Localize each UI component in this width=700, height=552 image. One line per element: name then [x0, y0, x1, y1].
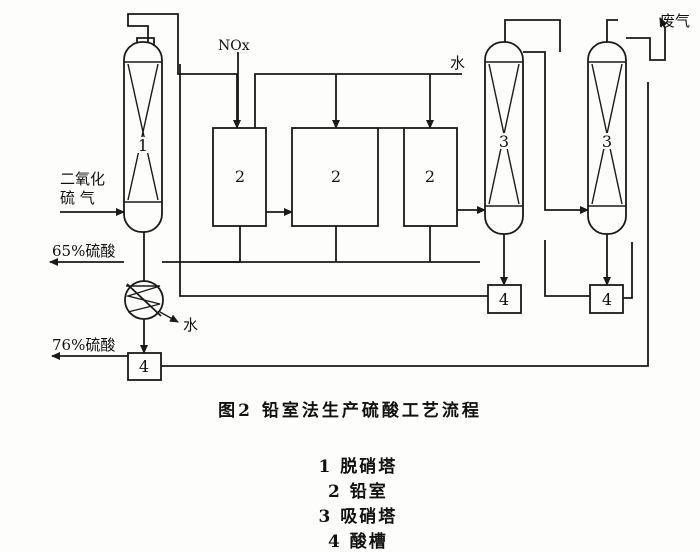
absorption-tower-b: 3 — [587, 41, 627, 235]
lead-chamber-b: 2 — [291, 127, 379, 227]
tower-3a-number: 3 — [499, 132, 509, 151]
acid-cooler — [124, 280, 164, 320]
chamber-b-number: 2 — [331, 167, 341, 186]
waste-gas-label: 废气 — [660, 12, 690, 30]
piping — [49, 13, 668, 367]
cooler-water-label: 水 — [183, 316, 198, 334]
tank-c-number: 4 — [139, 357, 149, 376]
tower-3b-number: 3 — [602, 132, 612, 151]
acid-65-label: 65%硫酸 — [52, 242, 115, 260]
chamber-a-number: 2 — [235, 167, 245, 186]
so2-label-line1: 二氧化 — [60, 170, 105, 188]
legend-item-acid-tank: 4 酸槽 — [328, 532, 388, 552]
nox-label: NOx — [218, 38, 250, 54]
tower-1-number: 1 — [138, 136, 148, 155]
acid-tank-b: 4 — [589, 284, 624, 314]
absorption-tower-a: 3 — [484, 41, 524, 235]
lead-chamber-a: 2 — [212, 127, 267, 227]
water-top-label: 水 — [450, 54, 465, 72]
figure-legend: 1 脱硝塔 2 铅室 3 吸硝塔 4 酸槽 — [0, 432, 700, 552]
legend-item-absorption-tower: 3 吸硝塔 — [318, 507, 398, 527]
lead-chamber-c: 2 — [403, 127, 458, 227]
figure-title: 图2 铅室法生产硫酸工艺流程 — [218, 401, 482, 421]
so2-label-line2: 硫 气 — [60, 189, 95, 207]
chamber-c-number: 2 — [425, 167, 435, 186]
denitration-tower: 1 — [123, 41, 163, 233]
legend-item-lead-chamber: 2 铅室 — [328, 482, 388, 502]
tank-b-number: 4 — [602, 290, 612, 309]
acid-76-label: 76%硫酸 — [52, 336, 115, 354]
tank-a-number: 4 — [499, 290, 509, 309]
process-flow-diagram: 1 2 2 2 3 3 4 4 4 — [49, 12, 690, 381]
acid-tank-c: 4 — [127, 352, 162, 381]
legend-item-denitration-tower: 1 脱硝塔 — [318, 457, 398, 477]
acid-tank-a: 4 — [487, 284, 522, 314]
